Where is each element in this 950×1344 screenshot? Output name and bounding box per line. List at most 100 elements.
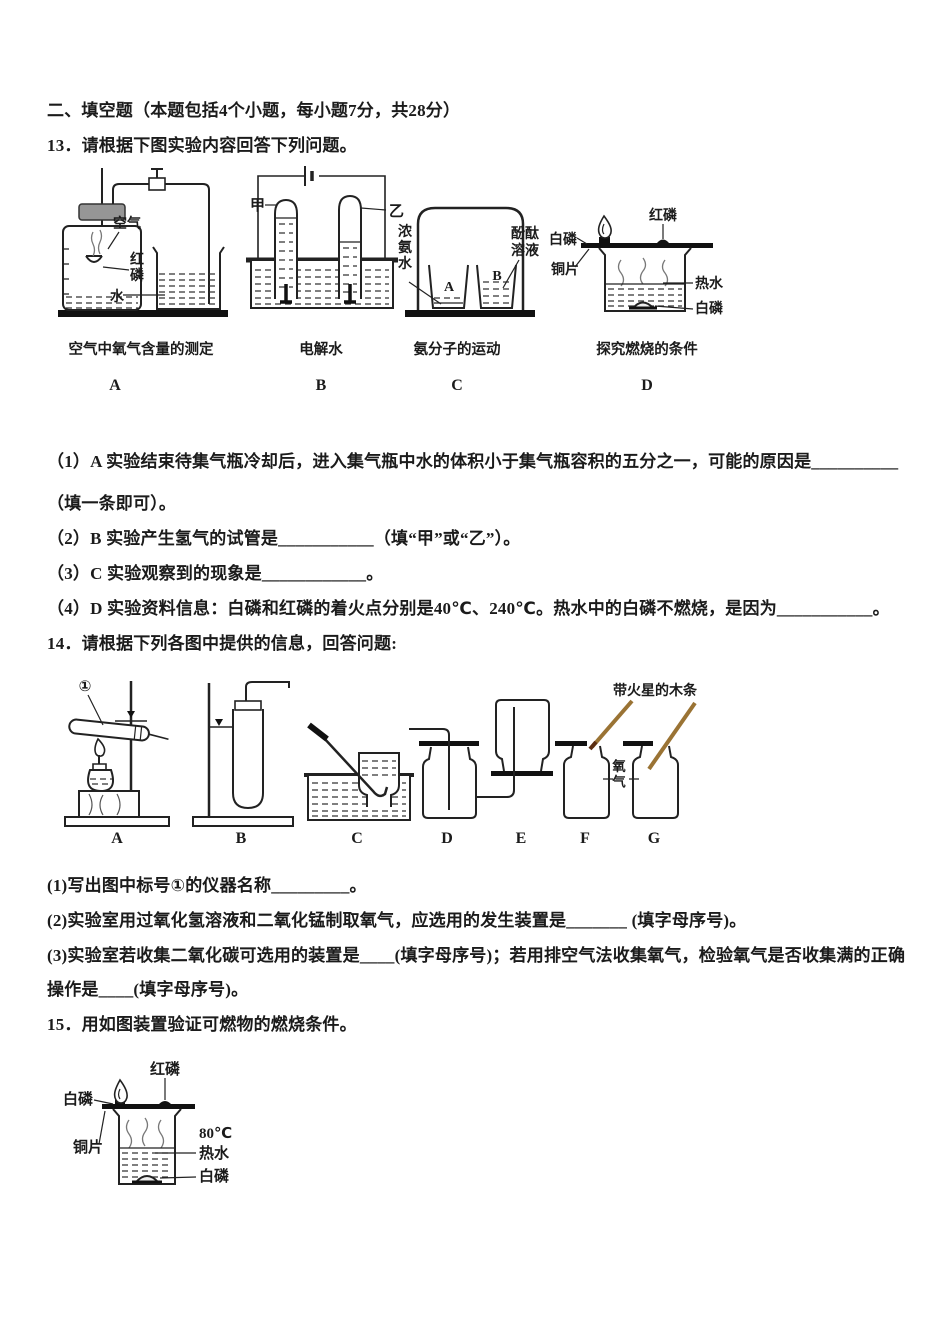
stopcock-valve xyxy=(148,177,166,191)
stopper xyxy=(78,203,126,221)
letter-a: A xyxy=(111,830,123,847)
wood-block xyxy=(78,790,140,818)
label-phenolphthalein-2: 溶液 xyxy=(511,242,540,259)
q13-part1-line1: （1）A 实验结束待集气瓶冷却后，进入集气瓶中水的体积小于集气瓶容积的五分之一，… xyxy=(47,452,899,471)
electrode xyxy=(280,284,292,304)
label-tube-jia: 甲 xyxy=(250,197,265,214)
beaker xyxy=(598,247,692,312)
beaker-b xyxy=(476,264,517,309)
label-glowing-splint: 带火星的木条 xyxy=(613,682,698,699)
q15-figure: 红磷 白磷 铜片 80℃ 热水 白磷 xyxy=(63,1060,232,1185)
water-trough xyxy=(250,259,394,309)
apparatus-electrolysis: 甲 乙 xyxy=(246,166,404,309)
delivery-tube xyxy=(112,183,210,304)
letter-b: B xyxy=(236,830,247,847)
label-oxygen: 氧气 xyxy=(611,758,626,790)
label-air: 空气 xyxy=(113,215,141,232)
beaker-a xyxy=(428,264,469,309)
q14-part3: (3)实验室若收集二氧化碳可选用的装置是____(填字母序号)；若用排空气法收集… xyxy=(47,946,906,999)
label-beaker-a: A xyxy=(444,280,455,295)
label-red-phosphorus: 红磷 xyxy=(130,251,145,284)
q13-figure: 空气 红磷 水 甲 乙 xyxy=(58,166,724,394)
letter-d: D xyxy=(441,830,453,847)
label-hot-water: 热水 xyxy=(199,1144,230,1162)
delivery-tube xyxy=(245,681,290,701)
label-white-phosphorus-bottom: 白磷 xyxy=(695,300,724,317)
apparatus-heating-generator: ① A xyxy=(64,679,170,847)
letter-a: A xyxy=(109,377,121,394)
flame-icon xyxy=(113,1078,128,1104)
test-tube-jia xyxy=(274,198,298,299)
label-tube-yi: 乙 xyxy=(389,204,404,220)
q13-part3: （3）C 实验观察到的现象是____________。 xyxy=(47,564,384,583)
apparatus-combustion-conditions: 红磷 白磷 铜片 热水 白磷 xyxy=(549,207,724,317)
gas-bottle xyxy=(632,745,679,819)
wooden-splint xyxy=(647,701,697,771)
exam-page: 二、填空题（本题包括4个小题，每小题7分，共28分） 13．请根据下图实验内容回… xyxy=(47,101,915,1185)
label-white-phosphorus-bottom: 白磷 xyxy=(199,1167,230,1185)
flame-icon xyxy=(597,214,612,239)
copper-sheet xyxy=(102,1104,195,1109)
label-red-phosphorus: 红磷 xyxy=(649,207,678,224)
q14-part1: (1)写出图中标号①的仪器名称_________。 xyxy=(47,876,367,895)
caption-b: 电解水 xyxy=(299,340,343,358)
gas-bottle xyxy=(495,699,550,772)
test-tube xyxy=(68,718,150,742)
delivery-tube xyxy=(477,707,515,798)
letter-f: F xyxy=(580,830,590,847)
delivery-tube xyxy=(409,728,450,810)
q14-questions: (1)写出图中标号①的仪器名称_________。 (2)实验室用过氧化氢溶液和… xyxy=(47,869,915,1007)
test-tube-yi xyxy=(338,194,362,299)
electrode xyxy=(344,284,356,304)
label-copper-sheet: 铜片 xyxy=(73,1138,103,1156)
apparatus-air-oxygen: 空气 红磷 水 xyxy=(58,168,228,317)
label-water: 水 xyxy=(110,288,125,305)
apparatus-ammonia-diffusion: A B 浓氨水 酚酞 溶液 xyxy=(398,206,540,317)
apparatus-tube-on-stand: B xyxy=(192,681,294,847)
q13-part2: （2）B 实验产生氢气的试管是___________（填“甲”或“乙”）。 xyxy=(47,529,521,548)
section-header: 二、填空题（本题包括4个小题，每小题7分，共28分） xyxy=(47,101,461,120)
label-hot-water: 热水 xyxy=(695,275,724,292)
copper-sheet xyxy=(581,243,713,248)
letter-c: C xyxy=(351,830,363,847)
q14-part2: (2)实验室用过氧化氢溶液和二氧化锰制取氧气，应选用的发生装置是_______ … xyxy=(47,911,747,930)
beaker xyxy=(112,1108,182,1185)
apparatus-splint-at-mouth: F xyxy=(555,699,634,847)
delivery-tube xyxy=(322,736,389,798)
label-white-phosphorus: 白磷 xyxy=(549,231,578,248)
q15-stem: 15．用如图装置验证可燃物的燃烧条件。 xyxy=(47,1015,357,1034)
letter-g: G xyxy=(648,830,661,847)
caption-a: 空气中氧气含量的测定 xyxy=(69,340,214,358)
stand-base xyxy=(192,816,294,827)
apparatus-combustion-verification: 红磷 白磷 铜片 80℃ 热水 白磷 xyxy=(63,1060,232,1185)
q14-stem: 14．请根据下列各图中提供的信息，回答问题: xyxy=(47,634,398,653)
letter-e: E xyxy=(516,830,527,847)
marker-1: ① xyxy=(79,679,92,695)
q13-part1-line2: （填一条即可）。 xyxy=(47,494,177,513)
letter-b: B xyxy=(316,377,327,394)
caption-c: 氨分子的运动 xyxy=(414,340,501,358)
label-red-phosphorus: 红磷 xyxy=(150,1060,181,1078)
gas-bottle xyxy=(563,745,610,819)
label-copper-sheet: 铜片 xyxy=(551,261,579,278)
letter-c: C xyxy=(451,377,463,394)
apparatus-water-collection: C xyxy=(304,722,414,847)
label-ammonia: 浓氨水 xyxy=(398,223,413,272)
test-tube xyxy=(232,709,264,810)
label-beaker-b: B xyxy=(492,269,501,284)
q13-questions: （1）A 实验结束待集气瓶冷却后，进入集气瓶中水的体积小于集气瓶容积的五分之一，… xyxy=(47,445,915,626)
q13-stem: 13．请根据下图实验内容回答下列问题。 xyxy=(47,136,357,155)
flame-icon xyxy=(94,737,106,757)
q14-figure: ① A B C xyxy=(64,679,698,847)
letter-d: D xyxy=(641,377,653,394)
combustion-spoon xyxy=(85,255,103,263)
cover-vessel xyxy=(416,206,525,310)
label-phenolphthalein-1: 酚酞 xyxy=(511,225,539,242)
label-temperature: 80℃ xyxy=(199,1126,232,1142)
apparatus-gas-bottle-downward: D xyxy=(409,728,479,847)
label-white-phosphorus: 白磷 xyxy=(63,1090,94,1108)
collection-bottle xyxy=(358,752,400,807)
caption-d: 探究燃烧的条件 xyxy=(596,340,698,358)
q13-part4: （4）D 实验资料信息：白磷和红磷的着火点分别是40℃、240℃。热水中的白磷不… xyxy=(47,599,890,618)
wooden-splint xyxy=(590,699,634,749)
